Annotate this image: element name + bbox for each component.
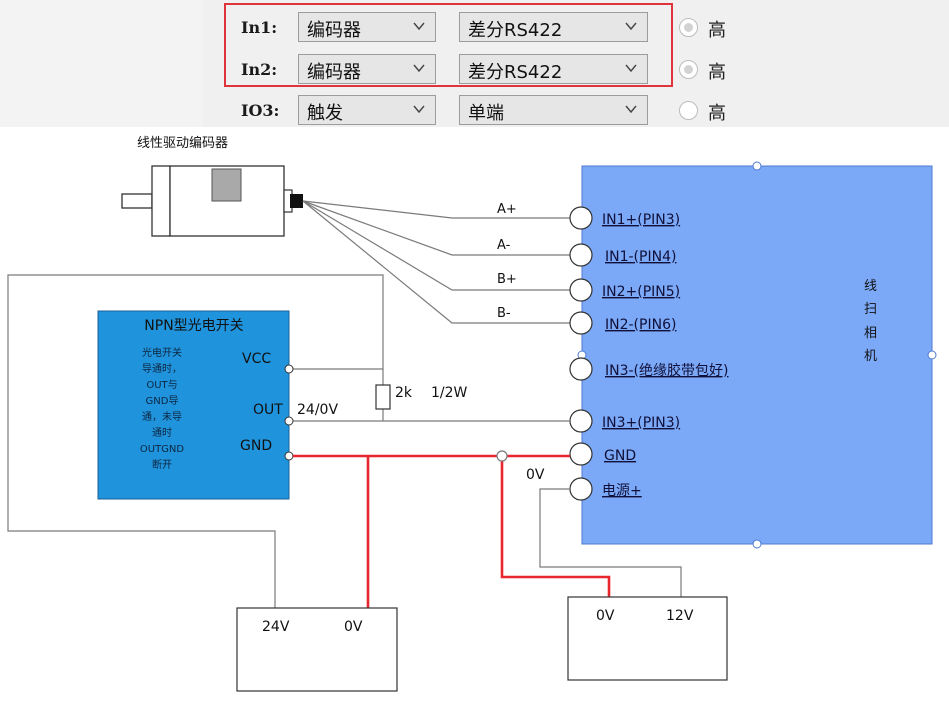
sensor-note-line: GND导 [146, 395, 179, 407]
chevron-down-icon [625, 105, 637, 114]
signal-label-a-plus: A+ [497, 202, 517, 217]
pin-label-in2-plus: IN2+(PIN5) [602, 284, 680, 300]
pin-label-power: 电源+ [602, 483, 642, 499]
sensor-gnd-label: GND [240, 438, 272, 454]
resistor-value: 2k [395, 385, 413, 401]
encoder-wires [302, 200, 570, 324]
row-label: In2: [241, 60, 278, 79]
sensor-note-line: OUTGND [140, 444, 185, 455]
ground-wires [293, 454, 611, 608]
sensor-note-line: OUT与 [146, 379, 177, 391]
row-label: IO3: [241, 101, 280, 120]
sensor-note-line: 光电开关 [142, 346, 182, 359]
signal-label-b-plus: B+ [497, 272, 517, 287]
pullup-resistor [375, 384, 391, 410]
encoder-label: 线性驱动编码器 [137, 136, 228, 151]
camera-label-char: 扫 [864, 302, 877, 317]
chevron-down-icon [625, 64, 637, 73]
pin-label-in1-minus: IN1-(PIN4) [605, 249, 676, 265]
gnd-zero-label: 0V [526, 467, 545, 483]
pin-label-in3-minus: IN3-(绝缘胶带包好) [605, 362, 728, 379]
encoder-icon [121, 165, 303, 237]
mode-select[interactable]: 编码器 [298, 12, 436, 42]
npn-sensor [97, 310, 290, 500]
signal-select[interactable]: 差分RS422 [459, 54, 648, 84]
camera-label-char: 相 [864, 326, 877, 341]
sensor-terminals [284, 364, 294, 461]
signal-select[interactable]: 单端 [459, 95, 648, 125]
psu-24v-left-label: 24V [262, 619, 290, 635]
sensor-note: 光电开关 导通时， OUT与 GND导 通，未导 通时 OUTGND 断开 [140, 346, 185, 471]
chevron-down-icon [625, 22, 637, 31]
sensor-out-label: OUT [253, 402, 283, 418]
sensor-vcc-label: VCC [242, 351, 271, 367]
chevron-down-icon [413, 64, 425, 73]
high-radio-label: 高 [708, 62, 726, 83]
high-radio-label: 高 [708, 103, 726, 124]
pin-label-in3-plus: IN3+(PIN3) [602, 415, 680, 431]
row-label: In1: [241, 18, 278, 37]
pin-label-in2-minus: IN2-(PIN6) [605, 317, 676, 333]
psu-24v [236, 607, 398, 692]
mode-select[interactable]: 触发 [298, 95, 436, 125]
signal-value: 差分RS422 [468, 62, 563, 83]
mode-select[interactable]: 编码器 [298, 54, 436, 84]
pin-connectors [569, 206, 593, 501]
camera-label-char: 机 [864, 349, 877, 364]
psu-24v-right-label: 0V [344, 619, 363, 635]
mode-value: 编码器 [307, 62, 361, 83]
sensor-title: NPN型光电开关 [144, 318, 243, 334]
signal-select[interactable]: 差分RS422 [459, 12, 648, 42]
camera-label: 线 扫 相 机 [864, 279, 877, 364]
high-radio[interactable] [679, 101, 698, 120]
chevron-down-icon [413, 22, 425, 31]
pin-label-gnd: GND [604, 448, 636, 464]
high-radio[interactable] [679, 60, 698, 79]
signal-label-b-minus: B- [497, 306, 511, 321]
signal-value: 差分RS422 [468, 20, 563, 41]
psu-12v-right-label: 12V [666, 608, 694, 624]
mode-value: 编码器 [307, 20, 361, 41]
sensor-note-line: 断开 [152, 458, 172, 471]
highlight-frame [224, 3, 673, 87]
psu-12v-left-label: 0V [596, 608, 615, 624]
camera-handles [577, 161, 937, 549]
sensor-note-line: 导通时， [142, 363, 182, 375]
signal-label-a-minus: A- [497, 238, 511, 253]
pin-label-in1-plus: IN1+(PIN3) [602, 212, 680, 228]
camera-power-wire [539, 488, 682, 597]
line-scan-camera [581, 165, 933, 545]
signal-value: 单端 [468, 103, 504, 124]
sensor-note-line: 通，未导 [142, 411, 182, 423]
chevron-down-icon [413, 105, 425, 114]
resistor-power: 1/2W [431, 385, 468, 401]
high-radio[interactable] [679, 18, 698, 37]
mode-value: 触发 [307, 103, 343, 124]
camera-label-char: 线 [864, 279, 877, 294]
pin-labels: IN1+(PIN3) IN1-(PIN4) IN2+(PIN5) IN2-(PI… [602, 212, 728, 499]
sensor-note-line: 通时 [152, 427, 172, 439]
ground-junction [496, 450, 508, 462]
sensor-terminal-labels: VCC OUT GND [240, 351, 283, 454]
high-radio-label: 高 [708, 20, 726, 41]
out-voltage-label: 24/0V [297, 402, 338, 418]
psu-12v [567, 596, 728, 681]
